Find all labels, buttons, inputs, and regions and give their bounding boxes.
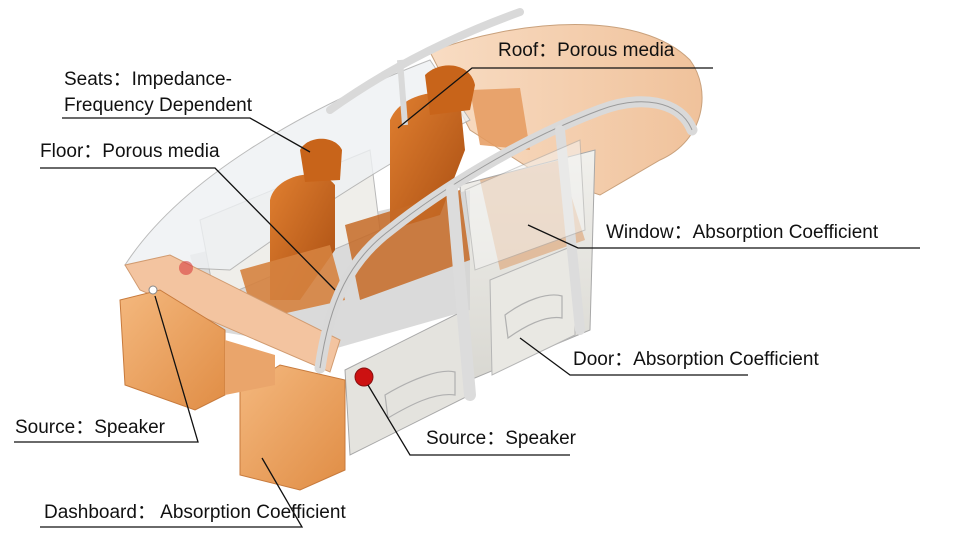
door-label: Door：Absorption Coefficient [573,349,819,370]
dashboard-label: Dashboard： Absorption Coefficient [44,502,346,523]
rear-bench-seat [345,190,470,300]
seats-leader [62,117,311,153]
source-left-leader [14,295,199,443]
source-right-label: Source：Speaker [426,428,576,449]
door-leader [519,337,748,376]
door-handle-recess-front [384,370,456,419]
speaker-left [148,285,158,295]
dashboard-center-block [225,340,275,395]
rear-seat-headrest [425,65,475,115]
floor-label: Floor：Porous media [40,141,220,162]
source-left-label: Source：Speaker [15,417,165,438]
front-seat-headrest [300,138,342,182]
roof-rail-far [326,8,524,114]
a-pillar-frame-edge [319,101,693,369]
seats-label-line2: Frequency Dependent [64,95,253,116]
door-handle-recess-rear [504,294,563,340]
seats-label-line1: Seats：Impedance- [64,69,232,90]
source-right-leader [367,384,570,456]
floor-leader [40,167,336,291]
front-seat-cushion [240,245,345,320]
roof-panel [429,24,703,196]
window-leader [527,224,920,249]
dashboard-leader [40,457,304,528]
dashboard-right-block [239,364,346,491]
roof-label: Roof：Porous media [498,40,675,61]
roof-leader [397,67,713,129]
window-label: Window：Absorption Coefficient [606,222,879,243]
b-pillar-frame [446,184,476,401]
dashboard-top [124,254,341,373]
speaker-right [354,367,374,387]
roof-rear-panel [470,88,530,150]
front-pillar-far [397,59,408,126]
speaker-left-far [179,261,193,275]
rear-door-panel [489,244,576,376]
